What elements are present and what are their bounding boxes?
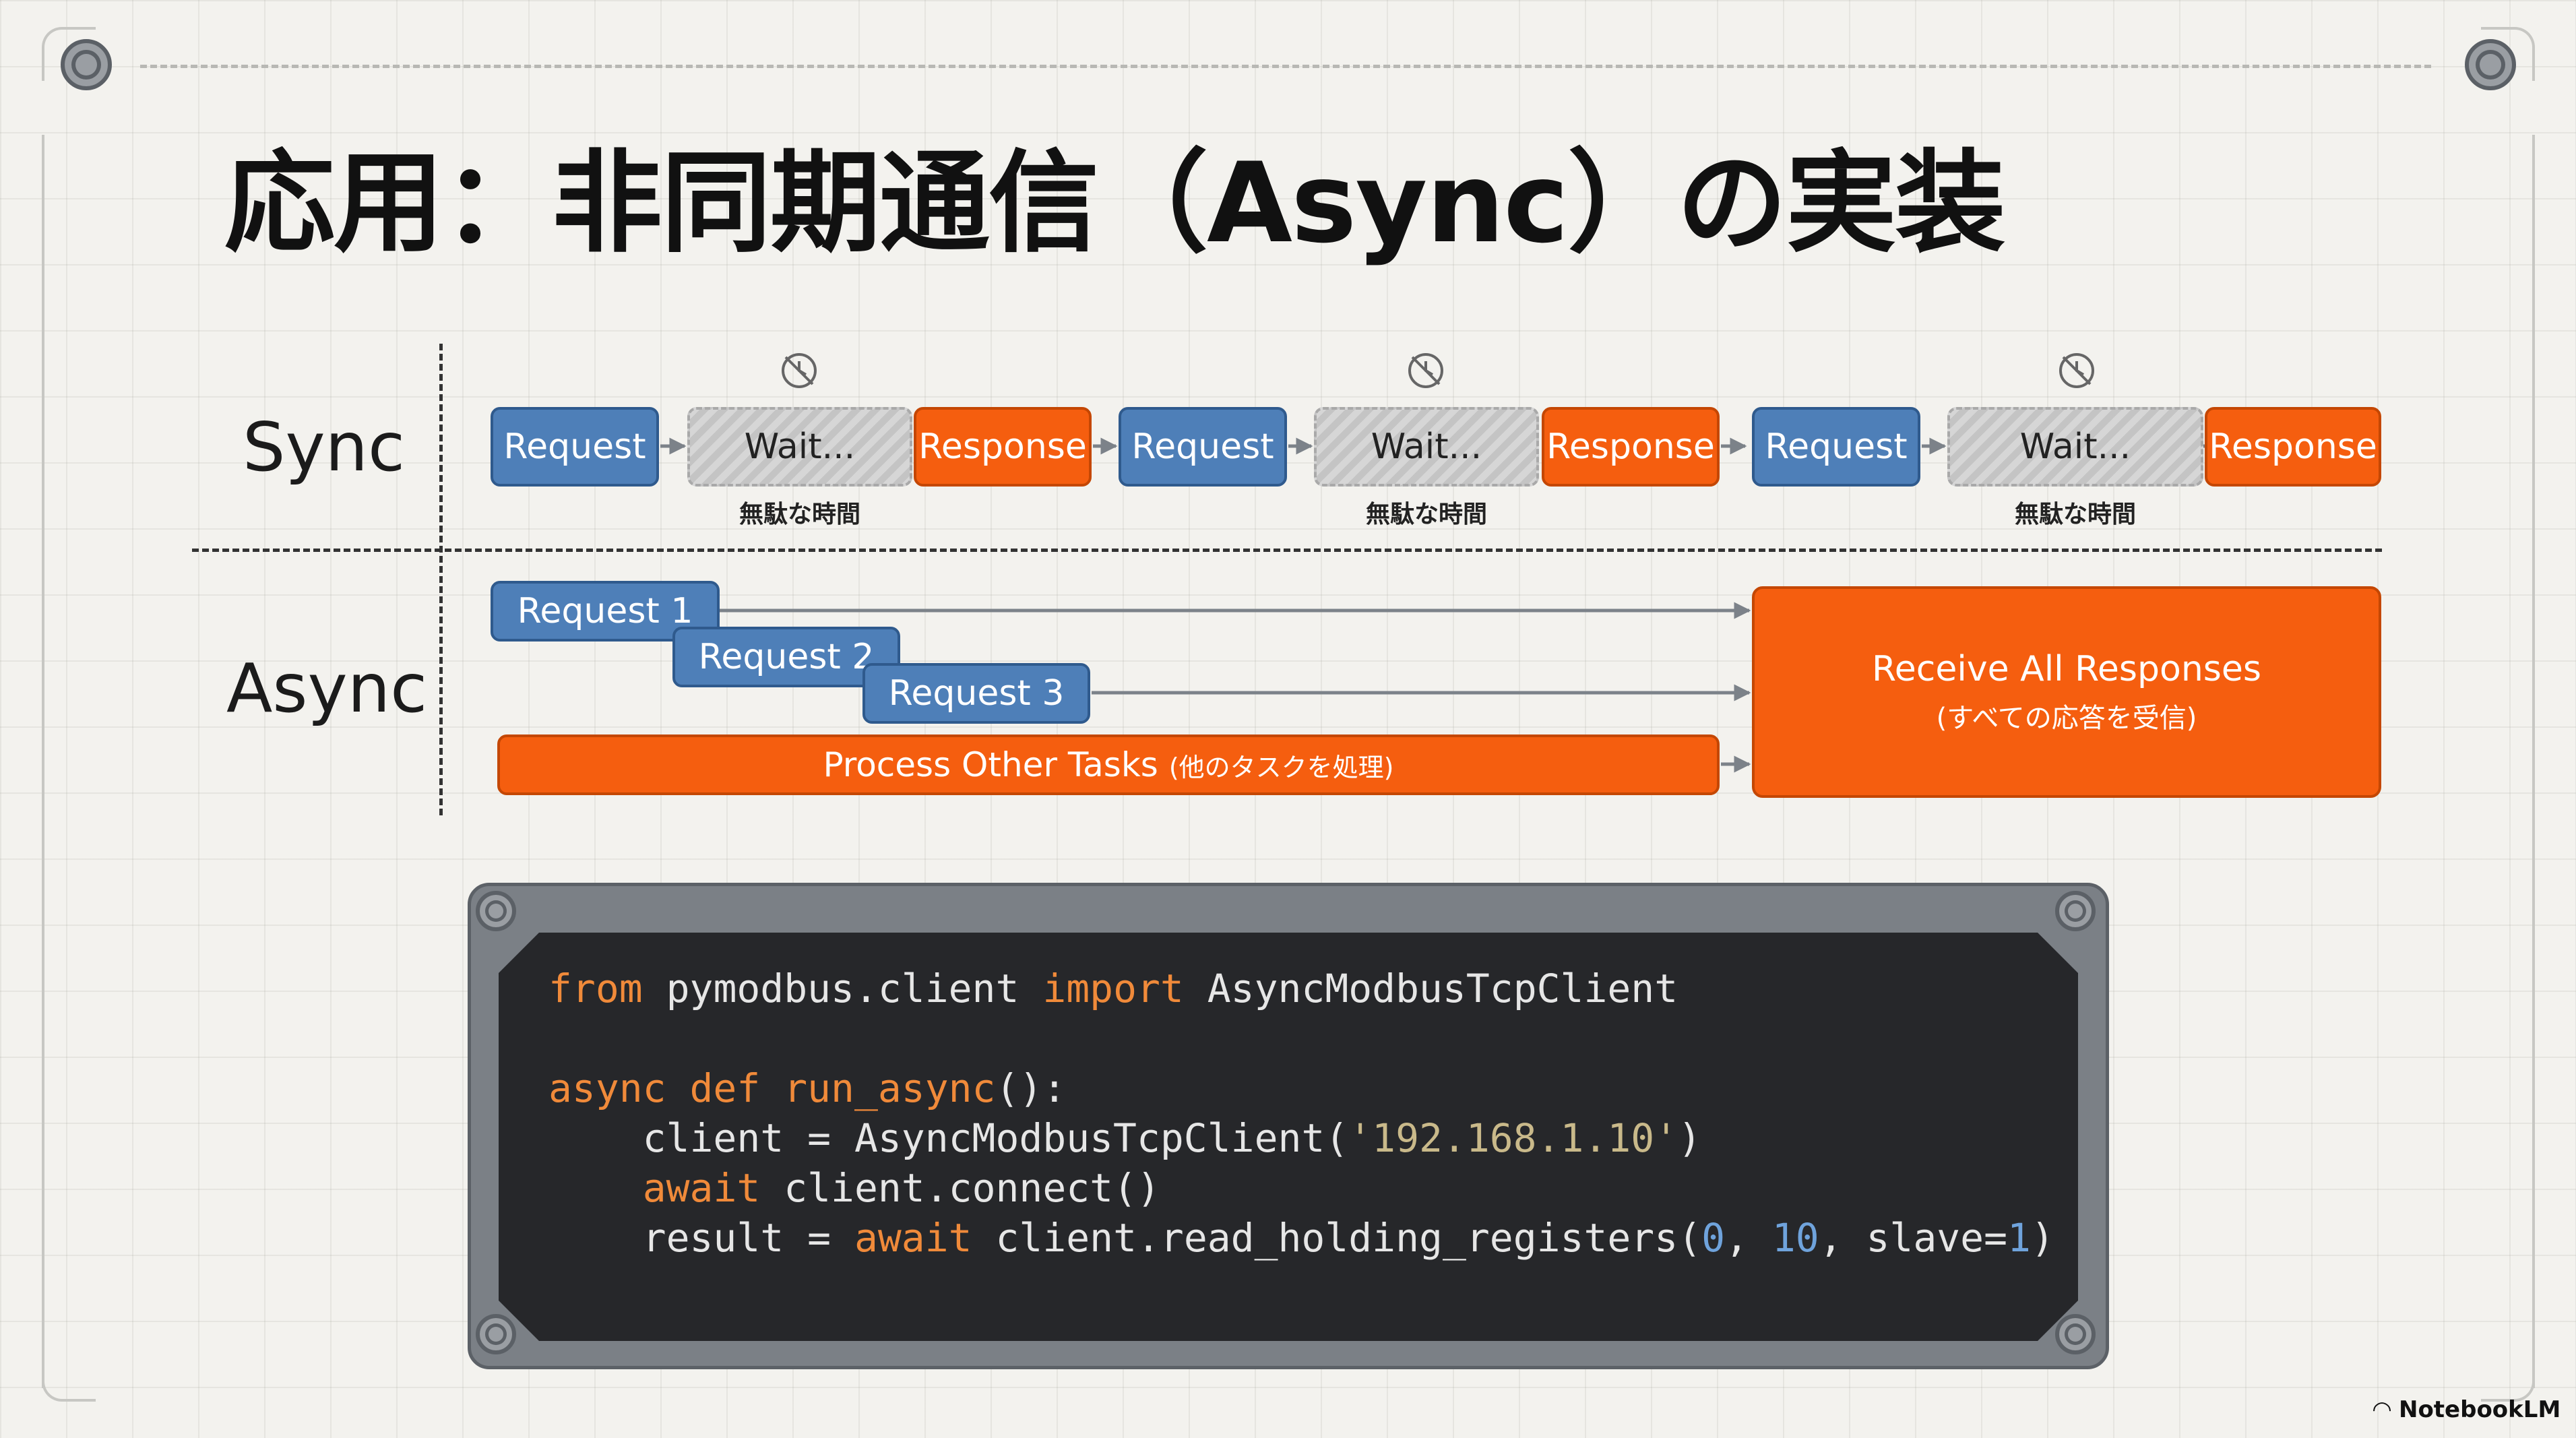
- code-token: from: [548, 966, 643, 1011]
- receive-all-responses-box: Receive All Responses (すべての応答を受信): [1752, 586, 2381, 798]
- sync-request-box: Request: [1119, 407, 1287, 487]
- frame-right-edge: [2532, 135, 2535, 1388]
- sync-response-box: Response: [914, 407, 1092, 487]
- row-label-divider: [439, 344, 443, 815]
- code-token: await: [854, 1215, 972, 1261]
- code-token: 10: [1771, 1215, 1819, 1261]
- sync-wait-box: Wait...: [687, 407, 912, 487]
- sync-row-label: Sync: [243, 408, 406, 487]
- receive-all-label: Receive All Responses: [1872, 649, 2261, 689]
- wasted-time-caption: 無駄な時間: [739, 501, 860, 528]
- code-token: run_async: [784, 1065, 996, 1111]
- sync-request-box: Request: [1752, 407, 1920, 487]
- receive-all-note: (すべての応答を受信): [1936, 703, 2197, 734]
- screw-icon: [476, 1314, 516, 1354]
- async-request-2-box: Request 2: [672, 627, 900, 687]
- async-row-label: Async: [226, 649, 428, 728]
- sync-request-box: Request: [491, 407, 659, 487]
- process-tasks-label: Process Other Tasks: [823, 745, 1158, 784]
- frame-corner-bottom-right: [2481, 1348, 2535, 1402]
- no-clock-icon: [2056, 350, 2097, 391]
- frame-corner-top-right: [2481, 27, 2535, 81]
- brand-label: NotebookLM: [2398, 1396, 2561, 1423]
- screw-icon: [476, 891, 516, 931]
- code-token: await: [642, 1165, 761, 1211]
- screw-icon: [2465, 39, 2516, 90]
- code-token: client.read_holding_registers(: [972, 1215, 1702, 1261]
- screw-icon: [2055, 891, 2096, 931]
- code-line: async def run_async():: [548, 1063, 2054, 1113]
- code-token: ): [2030, 1215, 2054, 1261]
- frame-corner-top-left: [42, 27, 96, 81]
- code-token: ():: [995, 1065, 1067, 1111]
- wasted-time-caption: 無駄な時間: [1365, 501, 1487, 528]
- code-line: await client.connect(): [548, 1163, 2054, 1213]
- code-line: [548, 1013, 2054, 1063]
- code-token: pymodbus.client: [642, 966, 1043, 1011]
- no-clock-icon: [779, 350, 819, 391]
- brand-logo: ◠ NotebookLM: [2373, 1396, 2561, 1423]
- code-token: ,: [1724, 1215, 1772, 1261]
- sync-response-box: Response: [1542, 407, 1720, 487]
- code-token: result =: [548, 1215, 854, 1261]
- code-line: result = await client.read_holding_regis…: [548, 1213, 2054, 1263]
- process-other-tasks-bar: Process Other Tasks (他のタスクを処理): [497, 734, 1720, 795]
- notebooklm-icon: ◠: [2373, 1396, 2399, 1423]
- wasted-time-caption: 無駄な時間: [2014, 501, 2136, 528]
- code-line: from pymodbus.client import AsyncModbusT…: [548, 964, 2054, 1013]
- code-line: client = AsyncModbusTcpClient('192.168.1…: [548, 1113, 2054, 1163]
- page-title: 応用：非同期通信（Async）の実装: [224, 139, 2005, 268]
- code-token: 0: [1701, 1215, 1725, 1261]
- code-token: [548, 1165, 643, 1211]
- code-token: client.connect(): [760, 1165, 1160, 1211]
- screw-icon: [2055, 1314, 2096, 1354]
- process-tasks-note: (他のタスクを処理): [1168, 752, 1394, 782]
- sync-async-divider: [192, 549, 2382, 552]
- code-screen: [499, 933, 2078, 1341]
- top-dashed-rule: [140, 65, 2431, 68]
- code-block: from pymodbus.client import AsyncModbusT…: [548, 964, 2054, 1263]
- code-token: async def: [548, 1065, 784, 1111]
- code-token: '192.168.1.10': [1348, 1115, 1678, 1161]
- no-clock-icon: [1406, 350, 1446, 391]
- code-token: client = AsyncModbusTcpClient(: [548, 1115, 1349, 1161]
- sync-response-box: Response: [2205, 407, 2381, 487]
- code-token: , slave=: [1819, 1215, 2008, 1261]
- frame-corner-bottom-left: [42, 1348, 96, 1402]
- sync-wait-box: Wait...: [1314, 407, 1539, 487]
- frame-left-edge: [42, 135, 44, 1388]
- code-token: 1: [2007, 1215, 2031, 1261]
- code-token: import: [1042, 966, 1184, 1011]
- code-token: AsyncModbusTcpClient: [1183, 966, 1678, 1011]
- sync-wait-box: Wait...: [1947, 407, 2203, 487]
- async-request-3-box: Request 3: [862, 663, 1090, 724]
- screw-icon: [61, 39, 112, 90]
- code-token: ): [1678, 1115, 1702, 1161]
